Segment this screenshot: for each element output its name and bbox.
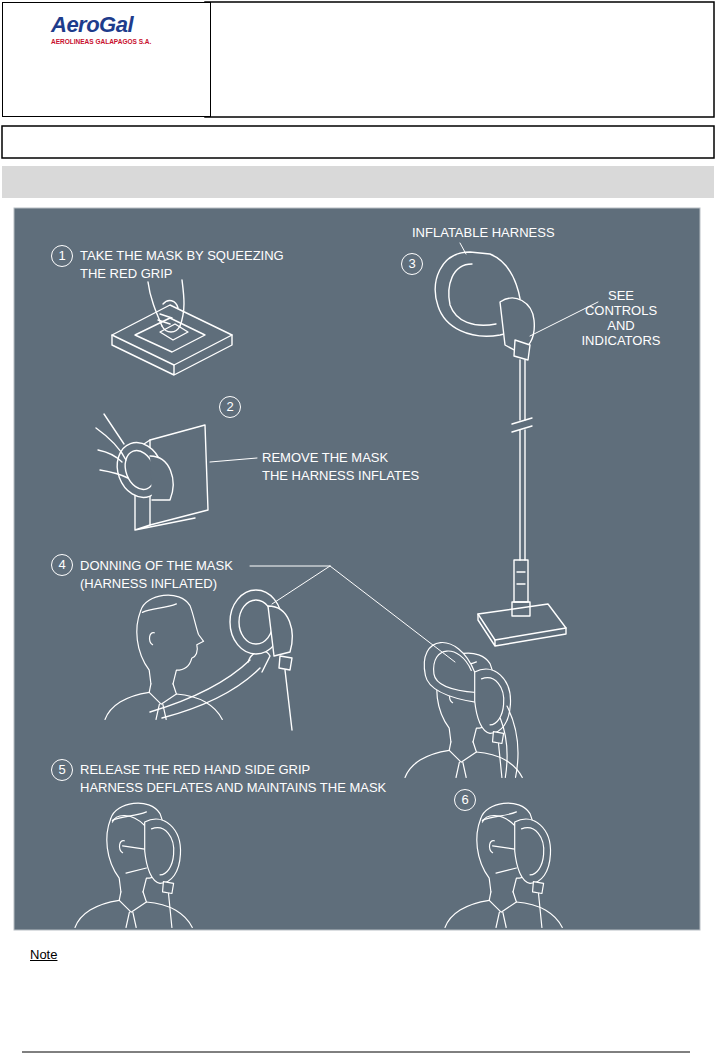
- stowage-box: [112, 305, 232, 365]
- oxygen-hose: [512, 418, 532, 432]
- mask-with-harness: [285, 670, 292, 730]
- callout-circle: 5: [51, 759, 73, 781]
- crew-member: [500, 706, 518, 777]
- brand-subtitle: AEROLINEAS GALAPAGOS S.A.: [51, 37, 210, 46]
- hose-base: [478, 602, 566, 646]
- instruction-text: TAKE THE MASK BY SQUEEZING THE RED GRIP: [80, 247, 305, 283]
- callout-number: 3: [408, 257, 415, 271]
- callout-number: 4: [58, 558, 65, 572]
- oxygen-hose: [512, 360, 532, 602]
- stowage-box: [112, 335, 232, 375]
- crew-member: [145, 819, 181, 927]
- mask: [110, 436, 173, 504]
- crew-member: [105, 595, 222, 719]
- mask-with-harness: [449, 264, 496, 325]
- callout-circle: 1: [51, 245, 73, 267]
- callout-circle: 2: [219, 396, 241, 418]
- mask: [150, 456, 173, 500]
- note-heading: Note: [30, 946, 57, 964]
- callout-number: 2: [226, 400, 233, 414]
- crew-member: [75, 803, 192, 927]
- stowage-box: [150, 425, 208, 525]
- crew-member: [475, 669, 511, 777]
- stowage-box: [112, 305, 232, 375]
- instruction-text: RELEASE THE RED HAND SIDE GRIP: [80, 761, 310, 779]
- hand: [98, 450, 122, 462]
- section-bar: [2, 166, 714, 198]
- crew-member: [75, 803, 192, 927]
- crew-member: [112, 816, 146, 874]
- hand: [148, 282, 162, 326]
- crew-member: [482, 816, 516, 874]
- instruction-text: THE HARNESS INFLATES: [262, 467, 419, 485]
- leader-line: [250, 566, 455, 662]
- oxygen-hose: [520, 430, 525, 560]
- crew-member: [445, 803, 562, 927]
- footer-rule: [22, 1052, 690, 1053]
- mask-with-harness: [268, 606, 292, 656]
- part-label: INFLATABLE HARNESS: [412, 224, 555, 242]
- arm: [150, 660, 250, 712]
- mask-with-harness: [435, 252, 534, 360]
- callout-circle: 6: [454, 789, 476, 811]
- instruction-text: DONNING OF THE MASK (HARNESS INFLATED): [80, 557, 248, 593]
- header-frame: [2, 126, 714, 158]
- crew-member: [445, 803, 562, 927]
- crew-member: [515, 819, 551, 927]
- callout-circle: 4: [51, 554, 73, 576]
- instruction-text: REMOVE THE MASK: [262, 449, 388, 467]
- oxygen-hose: [517, 572, 525, 584]
- stowage-box: [135, 318, 205, 352]
- hand: [180, 280, 184, 326]
- callout-number: 1: [58, 249, 65, 263]
- logo-box: AeroGalAEROLINEAS GALAPAGOS S.A.: [2, 2, 211, 117]
- oxygen-hose: [520, 360, 525, 420]
- illustration-panel: [14, 208, 700, 930]
- leader-line: [210, 458, 257, 462]
- mask-with-harness: [279, 656, 292, 670]
- hand: [158, 314, 172, 324]
- hose-base: [478, 604, 566, 640]
- mask-with-harness: [230, 590, 292, 730]
- hand: [96, 414, 128, 478]
- hand: [163, 301, 178, 308]
- arm: [162, 668, 260, 718]
- stowage-box: [160, 324, 188, 340]
- mask-with-harness: [514, 340, 530, 360]
- crew-member: [105, 595, 222, 719]
- crew-member: [405, 642, 522, 777]
- illustration: [75, 243, 598, 928]
- callout-number: 6: [461, 793, 468, 807]
- hand: [148, 280, 184, 332]
- hose-base: [478, 614, 566, 646]
- hand: [104, 414, 124, 444]
- leader-line: [460, 243, 466, 254]
- leader-line: [210, 243, 598, 662]
- crew-member: [434, 651, 477, 692]
- arm: [150, 651, 270, 718]
- hand: [100, 470, 128, 478]
- header-frame: [205, 2, 714, 117]
- hose-base: [512, 602, 530, 616]
- oxygen-hose: [514, 560, 528, 602]
- part-label: SEE CONTROLS AND INDICATORS: [576, 288, 666, 348]
- crew-member: [424, 642, 478, 702]
- callout-number: 5: [58, 763, 65, 777]
- callout-circle: 3: [401, 253, 423, 275]
- header-frame: [2, 2, 714, 158]
- brand-name: AeroGal: [51, 13, 210, 37]
- hand: [162, 326, 180, 332]
- hand: [96, 428, 126, 460]
- instruction-text: HARNESS DEFLATES AND MAINTAINS THE MASK: [80, 779, 386, 797]
